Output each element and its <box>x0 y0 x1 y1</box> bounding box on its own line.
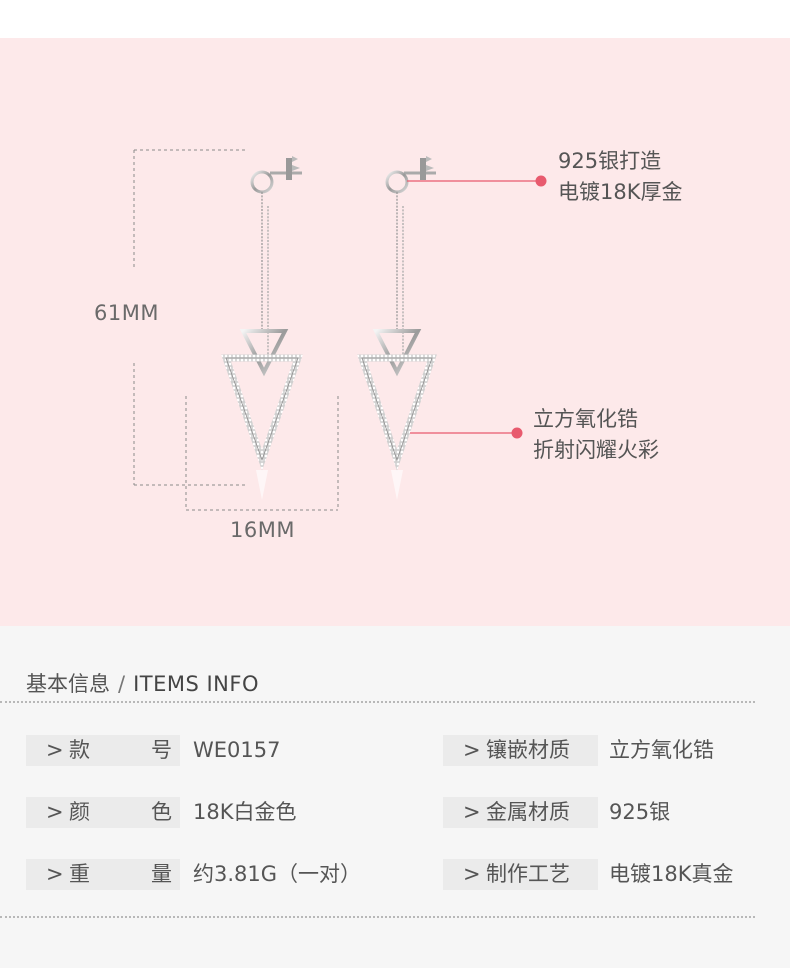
info-value-model: WE0157 <box>193 738 281 762</box>
dotted-divider-bottom <box>0 916 755 918</box>
callout-zirconia: 立方氧化锆 折射闪耀火彩 <box>533 404 659 466</box>
dotted-divider-top <box>0 701 755 703</box>
top-white-strip <box>0 0 790 38</box>
info-key-model: > 款 号 <box>26 735 180 766</box>
section-title-cn: 基本信息 <box>26 672 110 696</box>
right-earring <box>357 156 437 500</box>
items-info-section: 基本信息 / ITEMS INFO > 款 号 WE0157 > 镶嵌材质 立方氧化… <box>0 626 790 968</box>
chevron-right-icon: > <box>463 800 481 824</box>
height-dimension-label: 61MM <box>94 301 159 325</box>
info-value-metal-material: 925银 <box>609 800 671 824</box>
left-earring <box>221 156 303 500</box>
info-value-weight: 约3.81G（一对） <box>193 862 362 886</box>
callout-zirconia-line2: 折射闪耀火彩 <box>533 438 659 462</box>
callout-pointer-silver <box>407 175 547 187</box>
height-dimension-guide <box>133 149 248 486</box>
callout-silver-line1: 925银打造 <box>558 149 662 173</box>
info-key-color: > 颜 色 <box>26 797 180 828</box>
info-key-metal-material: > 金属材质 <box>443 797 598 828</box>
info-key-inlay-material: > 镶嵌材质 <box>443 735 598 766</box>
info-value-craft: 电镀18K真金 <box>609 862 734 886</box>
width-dimension-guide <box>185 396 339 511</box>
info-value-inlay-material: 立方氧化锆 <box>609 738 714 762</box>
product-hero: 61MM 16MM 925银打造 电镀18K厚金 立方氧化锆 折射闪耀火彩 <box>0 38 790 626</box>
chevron-right-icon: > <box>46 800 64 824</box>
callout-silver: 925银打造 电镀18K厚金 <box>558 146 683 208</box>
callout-zirconia-line1: 立方氧化锆 <box>533 407 638 431</box>
callout-pointer-zirconia <box>410 427 523 439</box>
width-dimension-label: 16MM <box>230 518 295 542</box>
info-key-weight: > 重 量 <box>26 859 180 890</box>
chevron-right-icon: > <box>46 738 64 762</box>
info-key-craft: > 制作工艺 <box>443 859 598 890</box>
chevron-right-icon: > <box>46 862 64 886</box>
section-title-en: ITEMS INFO <box>133 672 260 696</box>
section-title-separator: / <box>118 672 126 696</box>
info-value-color: 18K白金色 <box>193 800 297 824</box>
chevron-right-icon: > <box>463 738 481 762</box>
chevron-right-icon: > <box>463 862 481 886</box>
earrings-illustration <box>133 149 547 511</box>
section-title: 基本信息 / ITEMS INFO <box>26 668 259 698</box>
callout-silver-line2: 电镀18K厚金 <box>558 180 683 204</box>
